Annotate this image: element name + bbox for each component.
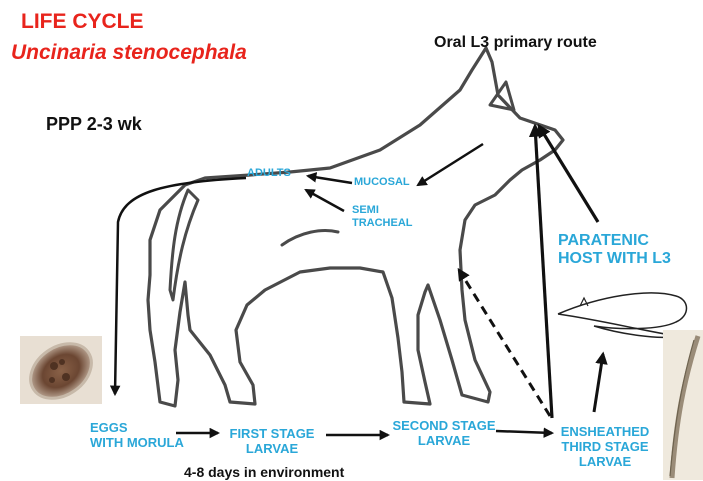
arrow-paratenic-to-mouth xyxy=(539,126,598,222)
label-second-stage-line1: SECOND STAGE xyxy=(391,419,497,434)
environment-label: 4-8 days in environment xyxy=(184,464,344,480)
label-tracheal: TRACHEAL xyxy=(352,217,413,230)
route-label: Oral L3 primary route xyxy=(434,34,597,52)
label-ensheathed-line1: ENSHEATHED xyxy=(553,425,657,440)
arrow-l3-oral-route xyxy=(535,126,552,418)
label-first-stage: FIRST STAGE LARVAE xyxy=(223,427,321,457)
arrow-head-to-mucosal xyxy=(418,144,483,185)
label-mucosal: MUCOSAL xyxy=(354,176,410,189)
arrow-l3-percutaneous-route xyxy=(459,270,550,416)
label-semi: SEMI xyxy=(352,204,413,217)
arrow-tracheal-to-adults xyxy=(306,190,344,211)
label-adults: ADULTS xyxy=(247,167,291,180)
label-eggs-line2: WITH MORULA xyxy=(90,436,184,451)
label-second-stage: SECOND STAGE LARVAE xyxy=(391,419,497,449)
arrow-mucosal-to-adults xyxy=(308,176,352,183)
ppp-label: PPP 2-3 wk xyxy=(46,114,142,135)
label-ensheathed-line3: LARVAE xyxy=(553,455,657,470)
label-paratenic-host: PARATENIC HOST WITH L3 xyxy=(558,232,671,269)
label-ensheathed-line2: THIRD STAGE xyxy=(553,440,657,455)
diagram-title: LIFE CYCLE xyxy=(21,10,144,34)
label-first-stage-line2: LARVAE xyxy=(223,442,321,457)
label-ensheathed-third-stage: ENSHEATHED THIRD STAGE LARVAE xyxy=(553,425,657,470)
label-eggs-line1: EGGS xyxy=(90,421,184,436)
label-paratenic-line1: PARATENIC xyxy=(558,232,671,250)
arrow-third-to-paratenic xyxy=(594,354,603,412)
egg-micrograph xyxy=(20,332,102,409)
label-eggs: EGGS WITH MORULA xyxy=(90,421,184,451)
arrow-second-to-third xyxy=(496,431,552,433)
label-first-stage-line1: FIRST STAGE xyxy=(223,427,321,442)
larva-micrograph xyxy=(663,330,703,480)
species-name: Uncinaria stenocephala xyxy=(11,41,247,65)
label-semi-tracheal: SEMI TRACHEAL xyxy=(352,204,413,229)
label-paratenic-line2: HOST WITH L3 xyxy=(558,250,671,268)
dog-body-line xyxy=(282,231,338,245)
label-second-stage-line2: LARVAE xyxy=(391,434,497,449)
